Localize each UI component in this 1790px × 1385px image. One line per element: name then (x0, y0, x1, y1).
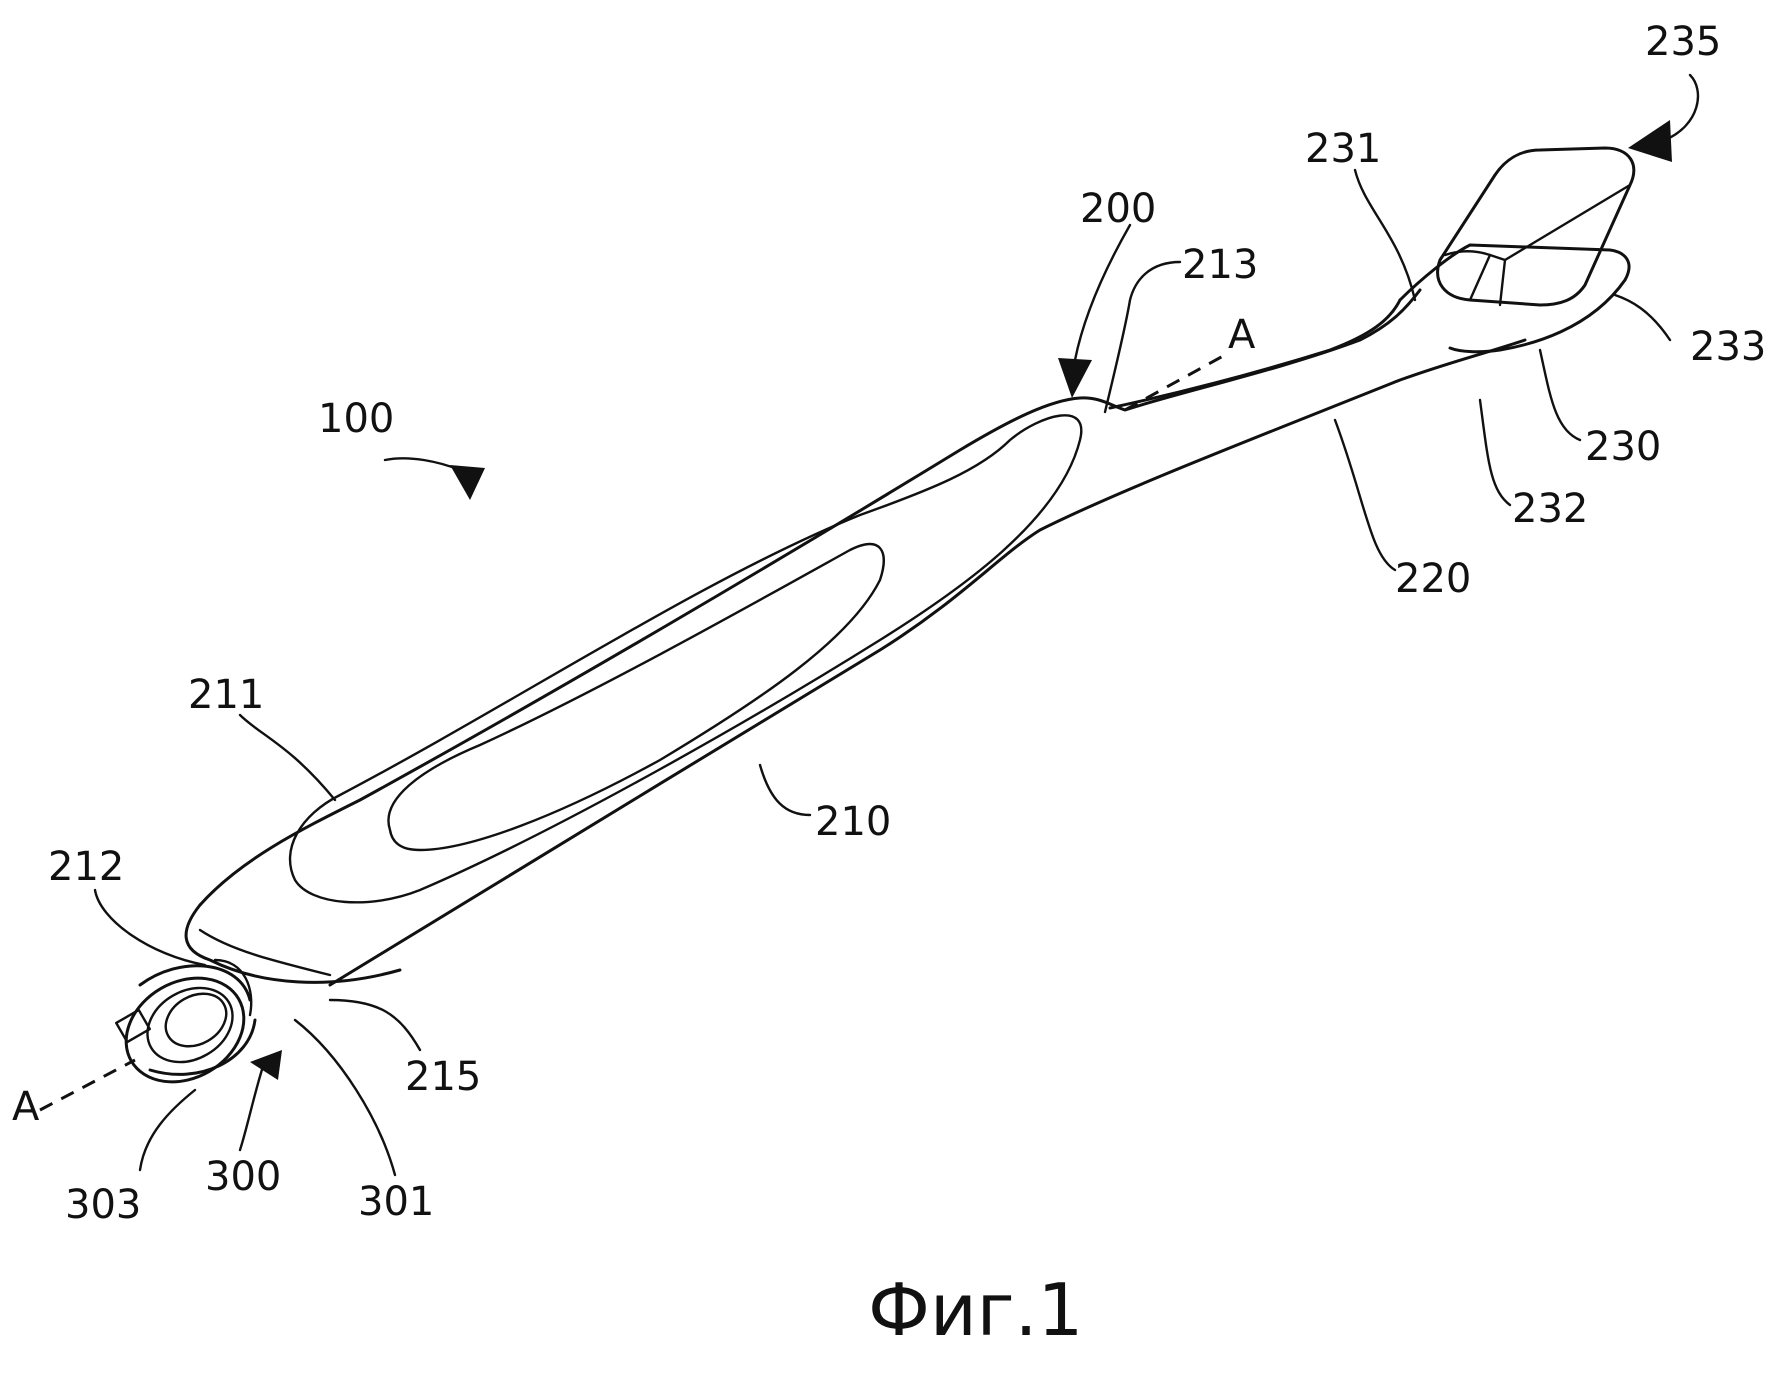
toothbrush-body (107, 148, 1634, 1103)
handle-lower-edge (330, 340, 1525, 985)
label-230: 230 (1585, 424, 1661, 470)
arrow-200 (1058, 358, 1092, 398)
handle-outline (200, 290, 1420, 905)
label-210: 210 (815, 799, 891, 845)
axis-label-upper: A (1228, 312, 1256, 358)
label-100: 100 (318, 396, 394, 442)
figure-caption: Фиг.1 (868, 1268, 1083, 1352)
handle-tail-cap (186, 905, 400, 982)
label-233: 233 (1690, 324, 1766, 370)
arrow-100 (450, 465, 485, 500)
leader-lines (95, 75, 1698, 1175)
label-220: 220 (1395, 556, 1471, 602)
label-215: 215 (405, 1054, 481, 1100)
arrow-235 (1628, 120, 1672, 162)
connector-300 (107, 957, 262, 1102)
label-232: 232 (1512, 486, 1588, 532)
label-213: 213 (1182, 242, 1258, 288)
label-212: 212 (48, 844, 124, 890)
label-235: 235 (1645, 19, 1721, 65)
axis-label-lower: A (12, 1084, 40, 1130)
label-211: 211 (188, 672, 264, 718)
label-200: 200 (1080, 186, 1156, 232)
label-300: 300 (205, 1154, 281, 1200)
grip-outer-contour (290, 415, 1081, 902)
bristle-block (1438, 148, 1634, 305)
reference-labels: 100 200 213 231 235 233 230 232 220 210 … (12, 19, 1766, 1228)
arrow-300 (250, 1050, 282, 1080)
label-231: 231 (1305, 126, 1381, 172)
label-301: 301 (358, 1179, 434, 1225)
grip-inner-oval (388, 544, 883, 850)
label-303: 303 (65, 1182, 141, 1228)
